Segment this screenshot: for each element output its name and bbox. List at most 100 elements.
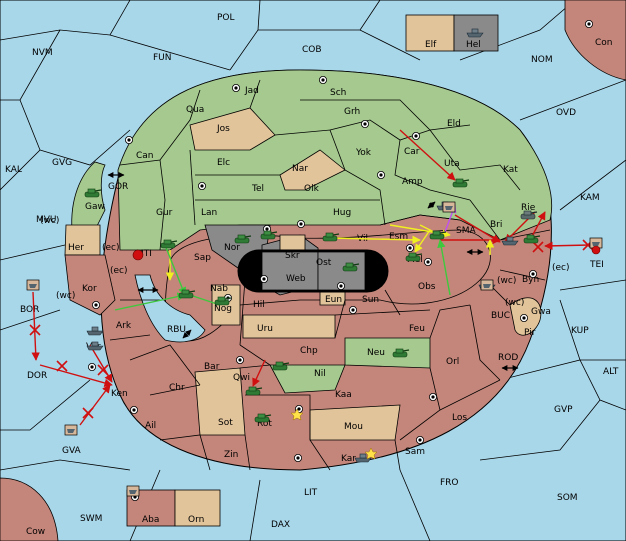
- land-label-gaw: Gaw: [85, 202, 105, 212]
- sea-label-kal: KAL: [5, 165, 22, 175]
- supply-center-dot-icon: [519, 313, 529, 323]
- land-label-elc: Elc: [217, 158, 230, 168]
- supply-center-dot-icon: [360, 119, 370, 129]
- land-label-kar: Kar: [341, 454, 356, 464]
- land-label-tel: Tel: [251, 184, 264, 194]
- supply-center-dot-icon: [411, 131, 421, 141]
- supply-center-dot-icon: [336, 281, 346, 291]
- land-label-ost: Ost: [316, 258, 332, 268]
- land-label-uta: Uta: [444, 159, 460, 169]
- land-label-neu: Neu: [367, 348, 385, 358]
- land-label-hug: Hug: [333, 208, 351, 218]
- land-label-gur: Gur: [156, 208, 173, 218]
- coast-label-kor-wc: (wc): [56, 291, 75, 301]
- supply-center-dot-icon: [91, 300, 101, 310]
- land-label-nog: Nog: [214, 304, 232, 314]
- land-label-hel: Hel: [466, 40, 481, 50]
- supply-center-dot-icon: [428, 392, 438, 402]
- land-label-feu: Feu: [409, 324, 425, 334]
- land-label-lan: Lan: [201, 208, 217, 218]
- land-label-jad: Jad: [244, 86, 259, 96]
- main-continent: [64, 69, 553, 471]
- ship-icon: [442, 201, 456, 213]
- supply-center-dot-icon: [376, 170, 386, 180]
- land-label-cow: Cow: [26, 527, 45, 537]
- ship-icon: [480, 279, 494, 291]
- double-arrow-icon: [427, 201, 436, 209]
- supply-center-dot-icon: [584, 19, 594, 29]
- sea-label-rod: ROD: [498, 353, 518, 363]
- double-arrow-icon: [182, 329, 192, 339]
- land-label-eld: Eld: [447, 119, 461, 129]
- land-label-can: Can: [136, 151, 154, 161]
- sea-label-gor: GOR: [108, 182, 128, 192]
- coast-label-her-wc: (wc): [40, 216, 59, 226]
- sea-label-kup: KUP: [571, 326, 589, 336]
- land-label-zin: Zin: [224, 450, 238, 460]
- supply-center-dot-icon: [528, 269, 538, 279]
- supply-center-dot-icon: [296, 219, 306, 229]
- supply-center-dot-icon: [405, 243, 415, 253]
- sea-label-sma: SMA: [456, 226, 476, 236]
- sea-label-bor: BOR: [20, 305, 39, 315]
- sea-label-dor: DOR: [27, 371, 47, 381]
- land-label-sun: Sun: [362, 295, 379, 305]
- ship-icon: [126, 485, 140, 497]
- sea-label-dax: DAX: [271, 520, 290, 530]
- land-label-ail: Ail: [145, 421, 156, 431]
- units: [26, 28, 603, 497]
- land-label-web: Web: [286, 274, 306, 284]
- land-label-elf: Elf: [425, 40, 437, 50]
- land-label-con: Con: [595, 38, 613, 48]
- sea-labels: POL NVM FUN COB NOM OVD KAL GVG GOR KAM …: [5, 13, 619, 530]
- land-label-bar: Bar: [204, 362, 220, 372]
- land-label-jos: Jos: [216, 124, 230, 134]
- supply-center-dot-icon: [197, 181, 207, 191]
- land-label-obs: Obs: [418, 282, 436, 292]
- sea-label-buc: BUC: [491, 311, 510, 321]
- land-label-aba: Aba: [142, 515, 159, 525]
- land-label-qwi: Qwi: [233, 373, 250, 383]
- land-label-orn: Orn: [188, 515, 204, 525]
- land-label-car: Car: [404, 147, 420, 157]
- land-label-hil: Hil: [253, 300, 265, 310]
- sea-label-pol: POL: [217, 13, 235, 23]
- sea-label-nom: NOM: [531, 55, 553, 65]
- land-label-skr: Skr: [285, 251, 300, 261]
- land-label-chr: Chr: [169, 383, 185, 393]
- land-label-chp: Chp: [300, 346, 318, 356]
- coast-labels: (wc) (ec) (ec) (wc) (wc) (ec) (wc): [40, 216, 570, 308]
- sea-label-lit: LIT: [304, 488, 318, 498]
- sea-label-fro: FRO: [440, 478, 459, 488]
- supply-center-dot-icon: [423, 257, 433, 267]
- supply-center-dot-icon: [87, 362, 97, 372]
- land-label-eun: Eun: [325, 295, 342, 305]
- coast-label-mti-ec: (ec): [110, 266, 128, 276]
- land-label-nar: Nar: [292, 164, 308, 174]
- supply-center-dot-icon: [235, 355, 245, 365]
- sea-label-alt: ALT: [603, 367, 619, 377]
- ship-icon: [64, 424, 78, 436]
- sea-label-gva: GVA: [62, 446, 82, 456]
- land-label-olk: Olk: [304, 184, 320, 194]
- coast-label-gwa-wc: (wc): [505, 298, 524, 308]
- supply-center-dot-icon: [231, 83, 241, 93]
- land-label-ark: Ark: [116, 321, 132, 331]
- sea-label-rbu: RBU: [167, 325, 186, 335]
- supply-center-dot-icon: [318, 75, 328, 85]
- land-label-sot: Sot: [218, 418, 233, 428]
- sea-label-cob: COB: [302, 45, 322, 55]
- sea-label-swm: SWM: [80, 514, 102, 524]
- supply-center-dot-icon: [129, 405, 139, 415]
- land-label-grh: Grh: [344, 107, 360, 117]
- land-label-rot: Rot: [257, 419, 272, 429]
- star-burst-icon: [591, 245, 601, 255]
- land-label-her: Her: [68, 243, 84, 253]
- land-label-nor: Nor: [224, 243, 240, 253]
- land-label-kor: Kor: [82, 284, 97, 294]
- exchange-arrows: [107, 172, 519, 371]
- land-label-rie: Rie: [521, 203, 536, 213]
- land-label-sch: Sch: [330, 88, 346, 98]
- land-label-esm: Esm: [389, 232, 408, 242]
